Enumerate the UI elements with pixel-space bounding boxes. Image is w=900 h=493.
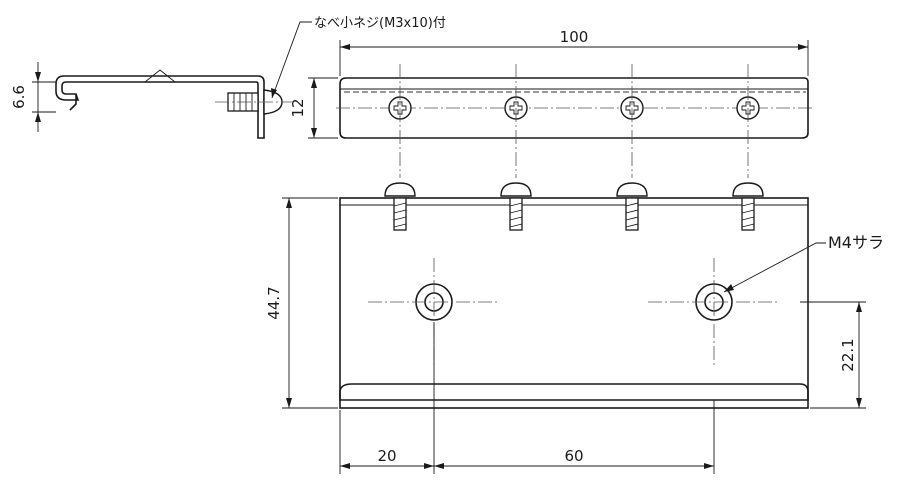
front-screw-4 — [732, 182, 764, 231]
front-screw-2 — [500, 182, 532, 231]
dim-front-height: 44.7 — [265, 286, 283, 319]
countersink-note: M4サラ — [828, 233, 884, 252]
dim-side-height: 6.6 — [10, 85, 28, 109]
side-view: 6.6 なべ小ネジ(M3x10)付 — [10, 16, 446, 139]
top-view: 100 12 — [289, 28, 812, 178]
front-view: M4サラ 44.7 22.1 20 60 — [265, 182, 884, 474]
dim-top-length: 100 — [560, 28, 589, 46]
dim-hole-height: 22.1 — [839, 338, 857, 371]
dim-top-height: 12 — [289, 98, 307, 117]
screw-note: なべ小ネジ(M3x10)付 — [314, 16, 446, 31]
dim-hole-pitch: 60 — [564, 447, 583, 465]
front-screw-1 — [384, 182, 416, 231]
front-screw-3 — [616, 182, 648, 231]
dim-edge-to-hole: 20 — [377, 447, 396, 465]
